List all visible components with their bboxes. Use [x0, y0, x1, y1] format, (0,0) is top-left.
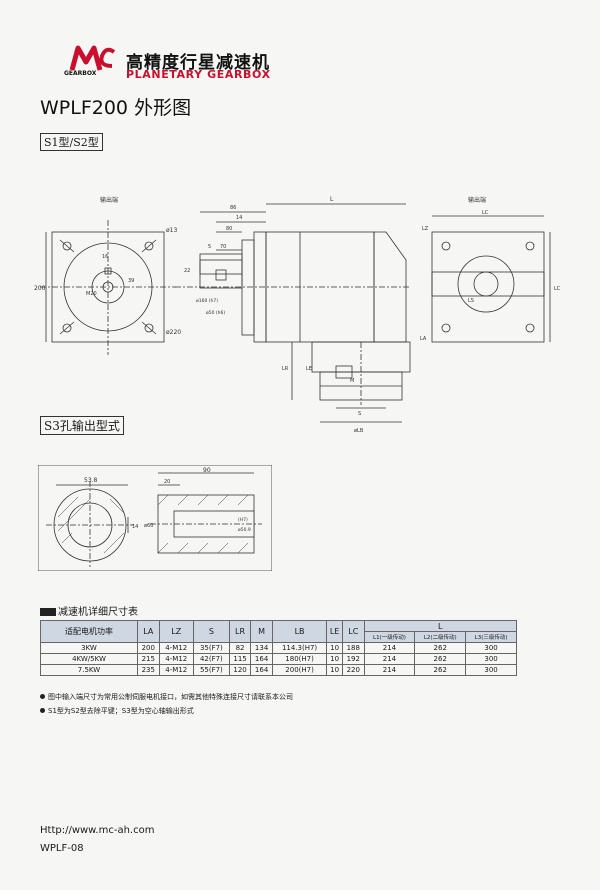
table-header-motor: 适配电机功率	[40, 620, 138, 643]
section-s3-title: S3孔输出型式	[40, 416, 124, 435]
dim-80: 80	[226, 226, 232, 232]
dim-lb: øLB	[354, 428, 364, 434]
dim-13: ø13	[166, 227, 177, 234]
footer-page-number: WPLF-08	[40, 843, 84, 854]
dim-ls: LS	[468, 298, 474, 304]
page-title: WPLF200 外形图	[40, 97, 192, 119]
right-view-label: 输出端	[468, 196, 486, 204]
right-output-ring	[457, 255, 515, 313]
dim-s: S	[358, 411, 361, 417]
s3-dim-60: ø60	[144, 523, 153, 529]
dim-50: ø50 (h6)	[206, 310, 225, 316]
dim-39: 39	[128, 278, 134, 284]
outline-drawing: 输出端 200 ø13 ø220 16 M20 39 86 L 14 80 5	[34, 196, 561, 434]
brand-logo-sub: GEARBOX	[64, 70, 97, 77]
left-view-label: 输出端	[100, 196, 118, 204]
table-header-m: M	[250, 620, 273, 643]
brand-name-en: PLANETARY GEARBOX	[126, 68, 271, 81]
spec-table: 适配电机功率 LA LZ S LR M LB LE LC L L1(一级传动) …	[40, 620, 518, 676]
right-output-shaft	[473, 271, 499, 297]
table-header-lr: LR	[228, 620, 252, 643]
dim-m20: M20	[86, 291, 97, 297]
subtitle-model-types: S1型/S2型	[40, 133, 103, 151]
dim-86: 86	[230, 205, 236, 211]
table-header-l: L	[363, 620, 518, 632]
s3-dim-h7: (H7)	[238, 517, 248, 523]
right-mount-holes	[441, 241, 535, 333]
s3-dim-20: 20	[164, 479, 170, 485]
table-header-la: LA	[137, 620, 160, 643]
dim-lc-v: LC	[554, 286, 561, 292]
dim-14: 14	[236, 215, 242, 221]
table-header-le: LE	[326, 620, 343, 643]
dim-16: 16	[102, 254, 108, 260]
table-header-l1: L1(一级传动)	[363, 631, 416, 643]
dim-l: L	[330, 196, 334, 203]
note-model-types: S1型为S2型去除平键；S3型为空心轴输出形式	[40, 706, 194, 716]
table-title: 减速机详细尺寸表	[40, 603, 138, 618]
table-header-s: S	[192, 620, 230, 643]
s3-detail-drawing: 53.8 14 90 20 ø60 (H7) ø50.9	[38, 465, 272, 571]
table-header-lc: LC	[341, 620, 365, 643]
dim-200: 200	[34, 285, 46, 292]
dim-160: ø160 (h7)	[196, 298, 218, 304]
s3-dim-53-8: 53.8	[84, 477, 98, 484]
s3-dim-50-9: ø50.9	[238, 527, 251, 533]
dim-lr: LR	[282, 366, 289, 372]
table-header-lz: LZ	[158, 620, 194, 643]
dim-70: 70	[220, 244, 226, 250]
dim-lc: LC	[482, 210, 489, 216]
table-header-lb: LB	[271, 620, 328, 643]
dim-22: 22	[184, 268, 190, 274]
table-header-l3: L3(三级传动)	[465, 631, 517, 643]
s3-dim-90: 90	[203, 467, 211, 474]
brand-logo	[69, 45, 116, 71]
table-header-l2: L2(二级传动)	[414, 631, 467, 643]
footer-url: Http://www.mc-ah.com	[40, 825, 155, 836]
dim-la: LA	[420, 336, 427, 342]
s3-dim-14: 14	[132, 524, 138, 530]
dim-220: ø220	[166, 329, 181, 336]
dim-le: LE	[306, 366, 312, 372]
dim-m: M	[350, 378, 354, 384]
dim-lz: LZ	[422, 226, 429, 232]
side-view	[175, 231, 411, 405]
brand-name-cn: 高精度行星减速机	[126, 53, 270, 73]
dim-5: 5	[208, 244, 211, 250]
left-mount-holes	[59, 239, 157, 335]
note-input-interface: 图中输入端尺寸为常用公制伺服电机接口，如需其他特殊连接尺寸请联系本公司	[40, 692, 293, 702]
